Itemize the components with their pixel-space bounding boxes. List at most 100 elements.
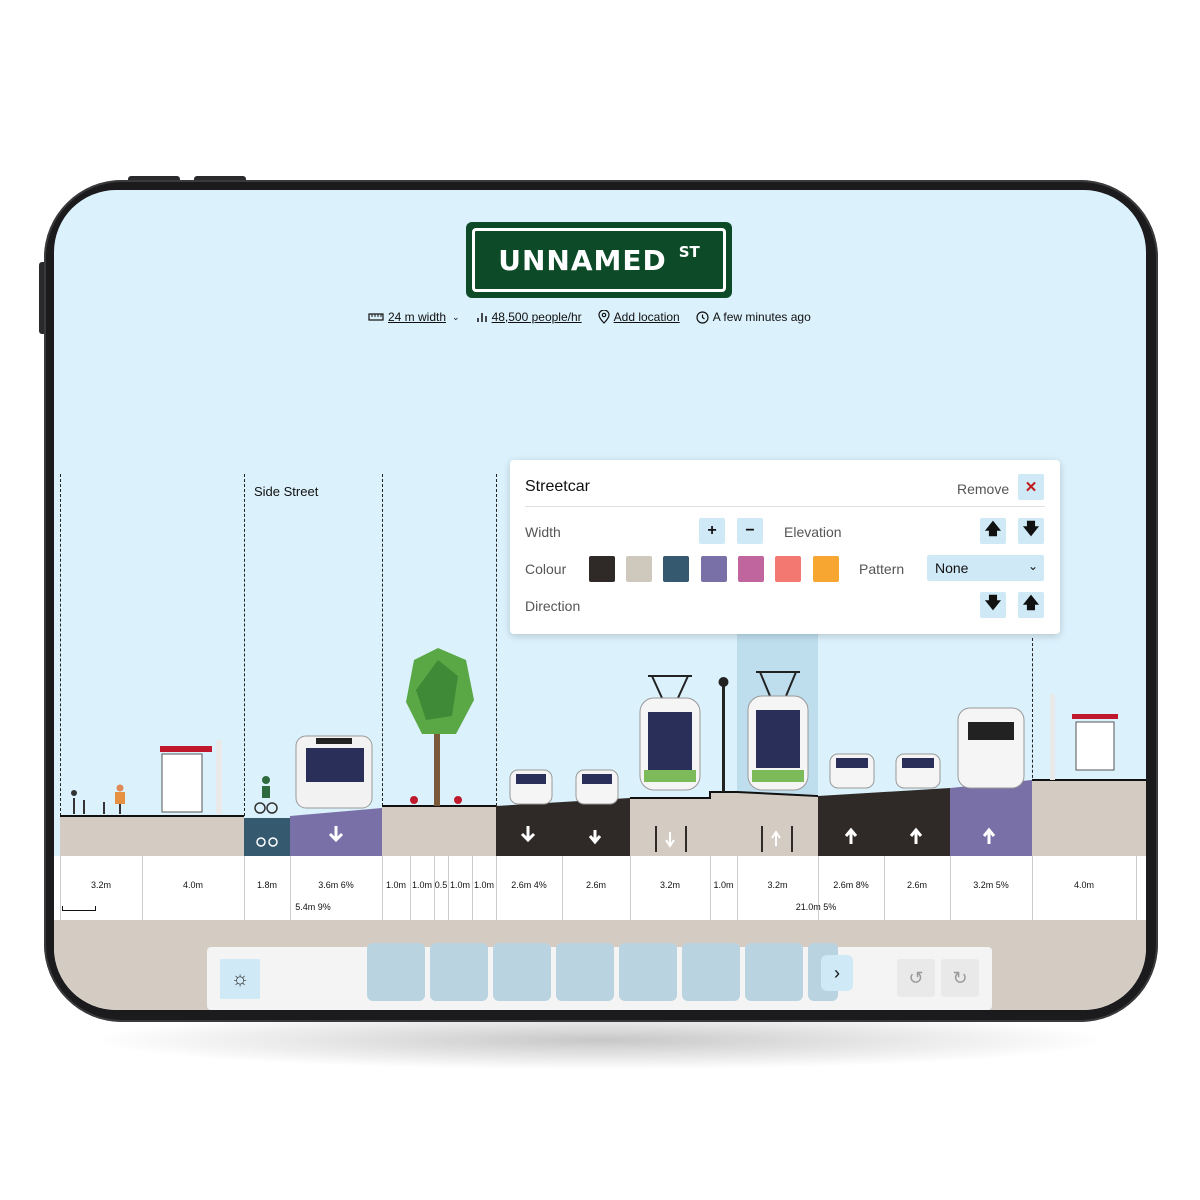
segment-width-label: 2.6m 4%	[511, 880, 547, 890]
pattern-select[interactable]: None ⌄	[927, 555, 1044, 581]
segment-width-label: 1.0m	[713, 880, 734, 890]
direction-up-button[interactable]: 🡅	[1018, 592, 1044, 618]
segment-width-label: 3.2m 5%	[973, 880, 1009, 890]
segment-width-divider	[496, 856, 497, 920]
segment-width-divider	[710, 856, 711, 920]
colour-swatch-orange[interactable]	[813, 556, 839, 582]
width-increase-button[interactable]: +	[699, 518, 725, 544]
chevron-down-icon: ⌄	[1027, 559, 1038, 573]
segment-width-divider	[884, 856, 885, 920]
colour-swatch-purple[interactable]	[701, 556, 727, 582]
close-icon[interactable]: ✕	[1018, 474, 1044, 500]
palette-item[interactable]	[682, 943, 740, 1001]
segment-boundary	[60, 474, 61, 816]
width-decrease-button[interactable]: −	[737, 518, 763, 544]
palette-item[interactable]	[619, 943, 677, 1001]
segment-width-label: 0.5	[434, 880, 448, 890]
segment-group-width-label: 21.0m 5%	[795, 902, 837, 912]
segment-width-label: 3.6m 6%	[318, 880, 354, 890]
segment-width-divider	[448, 856, 449, 920]
segment-boundary	[496, 474, 497, 816]
sun-icon[interactable]: ☼	[220, 959, 260, 999]
segment-width-label: 1.0m	[473, 880, 495, 890]
segment-width-divider	[737, 856, 738, 920]
segment-width-divider	[142, 856, 143, 920]
segment-width-label: 3.2m	[767, 880, 788, 890]
device-button	[39, 262, 45, 334]
street-section-illustration[interactable]	[54, 630, 1146, 856]
capacity-link[interactable]: 48,500 people/hr	[476, 310, 582, 324]
segment-width-label: 2.6m	[585, 880, 607, 890]
segment-boundary	[244, 474, 245, 816]
popup-divider	[525, 506, 1045, 507]
direction-label: Direction	[525, 598, 581, 614]
add-location-link[interactable]: Add location	[598, 310, 680, 324]
bar-chart-icon	[476, 313, 487, 322]
add-location-label: Add location	[613, 310, 680, 324]
elevation-up-button[interactable]: 🡅	[980, 518, 1006, 544]
segment-width-divider	[290, 856, 291, 920]
scale-legend	[62, 906, 96, 911]
popup-title: Streetcar	[525, 478, 590, 495]
street-name-sign-border: UNNAMED ST	[472, 228, 726, 292]
pattern-label: Pattern	[859, 561, 905, 577]
palette-item[interactable]	[745, 943, 803, 1001]
app-screen: UNNAMED ST 24 m width ⌄ 48,500 people/hr…	[54, 190, 1146, 1010]
segment-width-divider	[410, 856, 411, 920]
colour-swatch-pink[interactable]	[738, 556, 764, 582]
street-name: UNNAMED	[498, 243, 667, 277]
segment-width-divider	[562, 856, 563, 920]
segment-group-width-label: 5.4m 9%	[295, 902, 331, 912]
segment-width-label: 2.6m 8%	[833, 880, 869, 890]
chevron-right-icon[interactable]: ›	[821, 955, 853, 991]
street-width-menu[interactable]: 24 m width ⌄	[368, 310, 460, 324]
segment-width-label: 2.6m	[906, 880, 928, 890]
segment-info-popup: Streetcar Remove ✕ Width + − Elevation 🡅…	[510, 460, 1060, 634]
direction-down-button[interactable]: 🡇	[980, 592, 1006, 618]
segment-width-divider	[244, 856, 245, 920]
last-updated-label: A few minutes ago	[712, 310, 811, 324]
elevation-label: Elevation	[784, 524, 842, 540]
street-width-label: 24 m width	[388, 310, 447, 324]
segment-width-divider	[382, 856, 383, 920]
segment-width-label: 4.0m	[1073, 880, 1095, 890]
colour-label: Colour	[525, 561, 567, 577]
segment-width-divider	[630, 856, 631, 920]
colour-swatch-blue[interactable]	[663, 556, 689, 582]
segment-width-divider	[818, 856, 819, 920]
segment-width-label: 1.0m	[411, 880, 433, 890]
segment-width-label: 3.2m	[659, 880, 681, 890]
ruler-icon	[368, 313, 384, 321]
colour-swatch-grey[interactable]	[626, 556, 652, 582]
side-street-label: Side Street	[254, 484, 319, 499]
location-pin-icon	[598, 310, 610, 324]
capacity-label: 48,500 people/hr	[491, 310, 582, 324]
segment-boundary	[382, 474, 383, 816]
remove-button[interactable]: Remove	[957, 481, 1010, 497]
palette-item[interactable]	[493, 943, 551, 1001]
palette-item[interactable]	[556, 943, 614, 1001]
pattern-value: None	[935, 560, 969, 576]
colour-swatch-red[interactable]	[775, 556, 801, 582]
redo-icon[interactable]: ↻	[941, 959, 979, 997]
device-button	[128, 176, 180, 182]
chevron-down-icon: ⌄	[452, 311, 460, 322]
undo-icon[interactable]: ↺	[897, 959, 935, 997]
width-label: Width	[525, 524, 561, 540]
segment-width-label: 4.0m	[182, 880, 204, 890]
segment-boundary	[1032, 638, 1033, 788]
elevation-down-button[interactable]: 🡇	[1018, 518, 1044, 544]
segment-width-label: 3.2m	[90, 880, 112, 890]
colour-swatch-black[interactable]	[589, 556, 615, 582]
street-meta-bar: 24 m width ⌄ 48,500 people/hr Add locati…	[368, 310, 811, 324]
segment-width-divider	[1136, 856, 1137, 920]
last-updated: A few minutes ago	[696, 310, 811, 324]
segment-palette: ☼ › ↺ ↻	[207, 943, 992, 1010]
palette-item[interactable]	[367, 943, 425, 1001]
clock-icon	[696, 310, 709, 324]
segment-width-divider	[950, 856, 951, 920]
segment-width-divider	[472, 856, 473, 920]
device-button	[194, 176, 246, 182]
street-name-sign[interactable]: UNNAMED ST	[466, 222, 732, 298]
palette-item[interactable]	[430, 943, 488, 1001]
